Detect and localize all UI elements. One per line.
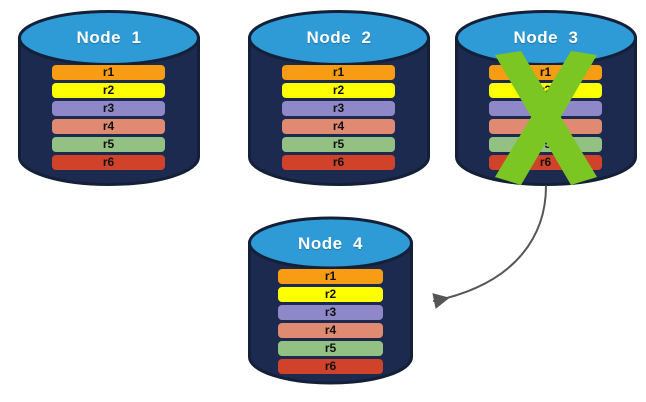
- row-bar-r3[interactable]: r3: [278, 305, 383, 320]
- arrow-line: [432, 185, 547, 309]
- row-bar-r6[interactable]: r6: [282, 155, 395, 170]
- row-bar-r6[interactable]: r6: [489, 155, 602, 170]
- row-bar-r2[interactable]: r2: [282, 83, 395, 98]
- cylinder-top-3: [455, 10, 637, 66]
- row-bar-r3[interactable]: r3: [282, 101, 395, 116]
- cylinder-top-1: [18, 10, 200, 66]
- row-bar-r3[interactable]: r3: [489, 101, 602, 116]
- row-bar-r4[interactable]: r4: [52, 119, 165, 134]
- cylinder-top-4: [248, 216, 413, 270]
- node-cylinder-2[interactable]: Node 2 r1 r2 r3 r4 r5 r6: [248, 9, 430, 186]
- node-cylinder-3[interactable]: Node 3 r1 r2 r3 r4 r5 r6: [455, 9, 637, 186]
- row-bar-r3[interactable]: r3: [52, 101, 165, 116]
- row-bar-r2[interactable]: r2: [52, 83, 165, 98]
- row-bar-r1[interactable]: r1: [52, 65, 165, 80]
- cylinder-top-2: [248, 10, 430, 66]
- row-bar-r4[interactable]: r4: [278, 323, 383, 338]
- node-cylinder-1[interactable]: Node 1 r1 r2 r3 r4 r5 r6: [18, 9, 200, 186]
- row-bar-r2[interactable]: r2: [278, 287, 383, 302]
- row-bar-r5[interactable]: r5: [282, 137, 395, 152]
- row-bar-r4[interactable]: r4: [282, 119, 395, 134]
- row-bar-r6[interactable]: r6: [52, 155, 165, 170]
- row-bar-r1[interactable]: r1: [278, 269, 383, 284]
- row-bar-r1[interactable]: r1: [489, 65, 602, 80]
- row-bar-r5[interactable]: r5: [278, 341, 383, 356]
- row-bar-r5[interactable]: r5: [489, 137, 602, 152]
- row-bar-r4[interactable]: r4: [489, 119, 602, 134]
- row-bar-r2[interactable]: r2: [489, 83, 602, 98]
- row-bar-r6[interactable]: r6: [278, 359, 383, 374]
- node-cylinder-4[interactable]: Node 4 r1 r2 r3 r4 r5 r6: [248, 216, 413, 385]
- row-bar-r5[interactable]: r5: [52, 137, 165, 152]
- row-bar-r1[interactable]: r1: [282, 65, 395, 80]
